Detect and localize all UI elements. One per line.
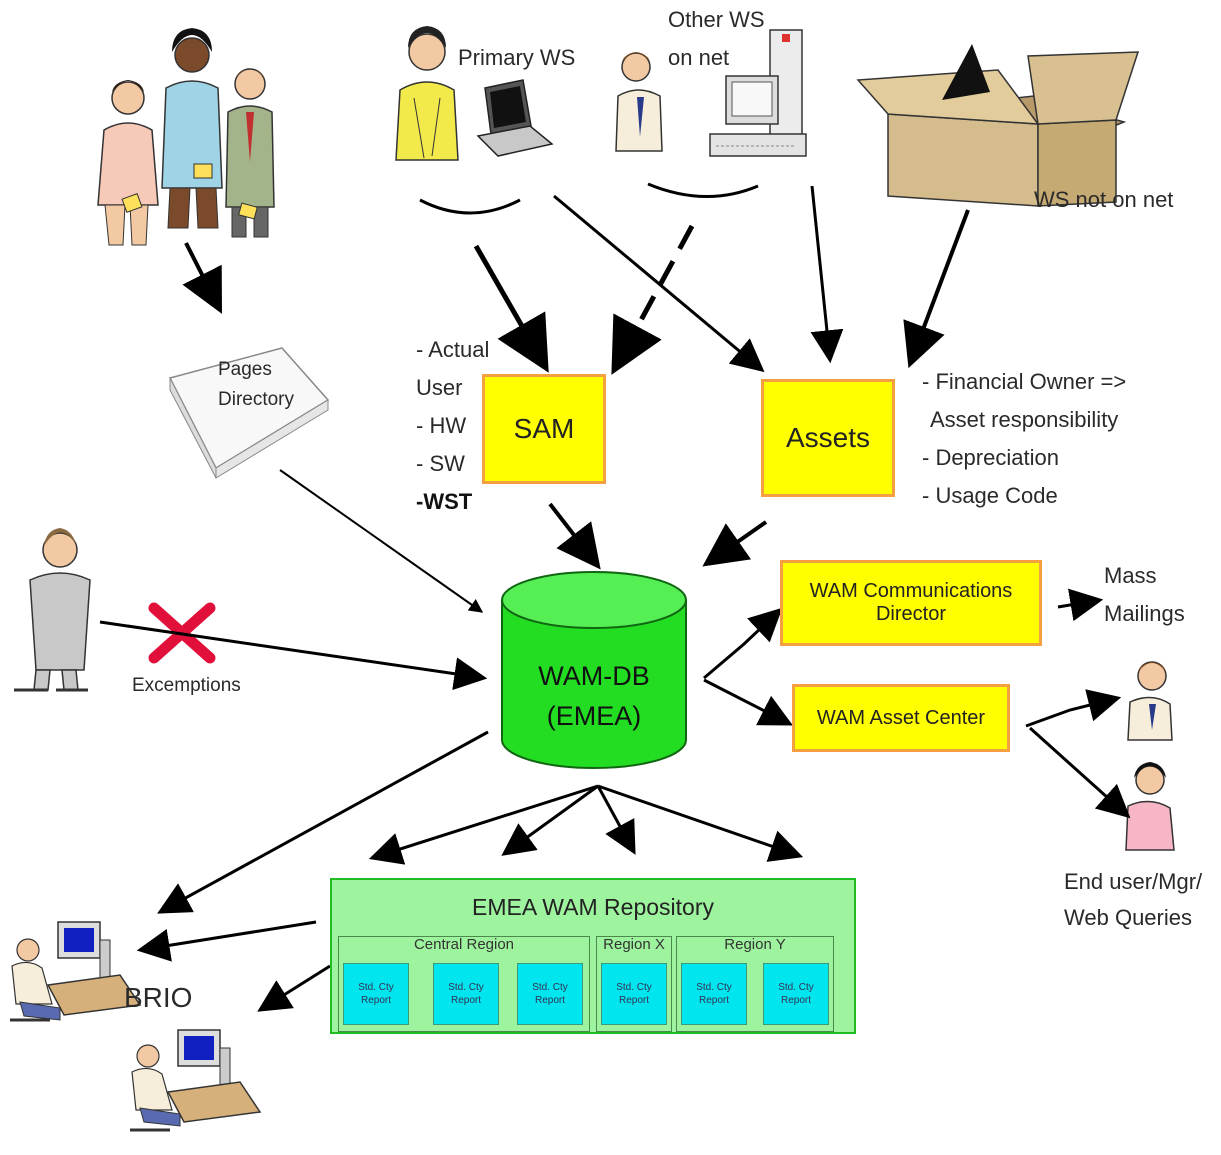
arrow-pages-to-db <box>279 469 484 613</box>
arrow-other-to-assets <box>810 185 844 364</box>
report-label-line1: Std. Cty <box>778 981 814 993</box>
sam-label: SAM <box>513 413 575 444</box>
report-label-line1: Std. Cty <box>696 981 732 993</box>
arrow-db-to-asset-center <box>703 678 793 726</box>
repository-title: EMEA WAM Repository <box>472 894 714 920</box>
wam-communications-box: WAM Communications Director <box>780 560 1042 646</box>
region-y-title: Region Y <box>724 936 786 953</box>
other-ws-label-line2: on net <box>668 45 730 70</box>
region-central: Central Region Std. Cty Report Std. Cty … <box>338 936 590 1032</box>
end-user-female-icon <box>1125 762 1175 851</box>
other-ws-user-icon <box>615 52 663 152</box>
assets-attr-usage-code: - Usage Code <box>922 483 1058 508</box>
end-user-label-line1: End user/Mgr/ <box>1064 869 1203 894</box>
primary-ws-label: Primary WS <box>458 45 576 70</box>
communications-label-line1: WAM Communications <box>809 580 1013 602</box>
sam-attr-sw: - SW <box>416 451 465 476</box>
wam-asset-center-box: WAM Asset Center <box>792 684 1010 752</box>
exceptions-manager-icon <box>14 528 91 692</box>
box-icon <box>856 44 1140 207</box>
db-label-line1: WAM-DB <box>538 661 650 691</box>
sam-attr-actual: - Actual <box>416 337 490 362</box>
desktop-computer-icon <box>709 29 807 157</box>
brio-label: BRIO <box>124 982 193 1013</box>
other-ws-link <box>647 182 759 198</box>
arrow-db-to-comms <box>703 607 783 680</box>
arrow-db-to-repo-3 <box>596 785 636 855</box>
arrow-asset-center-to-female-user <box>1028 726 1131 819</box>
end-user-male-icon <box>1127 661 1173 741</box>
report-label-line2: Report <box>534 995 565 1006</box>
arrow-comms-to-mailings <box>1057 588 1104 622</box>
brio-user-1-icon <box>10 921 142 1022</box>
region-x-title: Region X <box>603 936 665 953</box>
report-card: Std. Cty Report <box>517 963 583 1025</box>
sam-attr-wst: -WST <box>416 489 473 514</box>
report-label-line1: Std. Cty <box>616 981 652 993</box>
report-label-line2: Report <box>360 995 391 1006</box>
arrow-db-to-repo-1 <box>368 784 599 865</box>
exceptions-label: Excemptions <box>132 675 241 696</box>
arrow-asset-center-to-male-user <box>1025 689 1122 728</box>
region-y: Region Y Std. Cty Report Std. Cty Report <box>676 936 834 1032</box>
arrow-other-to-sam <box>611 224 695 375</box>
arrow-primary-to-sam <box>473 244 549 373</box>
assets-attr-financial-owner: - Financial Owner => <box>922 369 1127 394</box>
report-card: Std. Cty Report <box>343 963 409 1025</box>
other-ws-label-line1: Other WS <box>668 7 765 32</box>
report-label-line2: Report <box>698 995 729 1006</box>
report-label-line1: Std. Cty <box>358 981 394 993</box>
mass-mailings-line1: Mass <box>1104 563 1157 588</box>
report-label-line1: Std. Cty <box>532 981 568 993</box>
laptop-icon <box>476 79 554 157</box>
users-group-icon <box>97 28 275 246</box>
report-label-line2: Report <box>618 995 649 1006</box>
db-label-line2: (EMEA) <box>546 701 642 731</box>
wam-db-cylinder <box>501 571 687 769</box>
region-central-title: Central Region <box>413 936 515 953</box>
arrow-box-to-assets <box>903 209 970 369</box>
sam-attr-hw: - HW <box>416 413 467 438</box>
report-card: Std. Cty Report <box>433 963 499 1025</box>
report-label-line2: Report <box>780 995 811 1006</box>
assets-attr-depreciation: - Depreciation <box>922 445 1059 470</box>
arrow-db-to-repo-4 <box>597 784 804 862</box>
arrow-db-to-repo-2 <box>501 784 599 856</box>
asset-center-label: WAM Asset Center <box>816 706 986 729</box>
pages-directory-label-line2: Directory <box>218 389 295 410</box>
brio-user-2-icon <box>130 1029 262 1132</box>
sam-box: SAM <box>482 374 606 484</box>
ws-not-on-net-label: WS not on net <box>1034 187 1174 212</box>
arrow-repo-to-brio-1 <box>136 920 317 962</box>
arrow-sam-to-db <box>548 502 601 570</box>
assets-box: Assets <box>761 379 895 497</box>
assets-label: Assets <box>785 422 871 453</box>
pages-directory-label-line1: Pages <box>218 359 272 380</box>
mass-mailings-line2: Mailings <box>1104 601 1185 626</box>
report-label-line1: Std. Cty <box>448 981 484 993</box>
report-card: Std. Cty Report <box>763 963 829 1025</box>
communications-label-line2: Director <box>875 603 946 625</box>
arrow-users-to-pages <box>182 242 222 314</box>
region-x: Region X Std. Cty Report <box>596 936 672 1032</box>
end-user-label-line2: Web Queries <box>1064 905 1192 930</box>
report-card: Std. Cty Report <box>681 963 747 1025</box>
pages-directory-icon <box>168 347 330 479</box>
report-card: Std. Cty Report <box>601 963 667 1025</box>
emea-wam-repository: EMEA WAM Repository Central Region Std. … <box>330 878 856 1034</box>
assets-attr-asset-responsibility: Asset responsibility <box>930 407 1119 432</box>
arrow-primary-to-assets <box>553 194 765 373</box>
arrow-repo-to-brio-2 <box>257 964 331 1012</box>
arrows <box>99 185 1131 1012</box>
arrow-assets-to-db <box>702 520 768 567</box>
sam-attr-user: User <box>416 375 463 400</box>
primary-ws-user-icon <box>395 26 459 161</box>
primary-ws-link <box>419 198 521 215</box>
arrow-db-to-brio <box>157 730 489 914</box>
report-label-line2: Report <box>450 995 481 1006</box>
arrow-exceptions-to-db <box>99 620 488 691</box>
